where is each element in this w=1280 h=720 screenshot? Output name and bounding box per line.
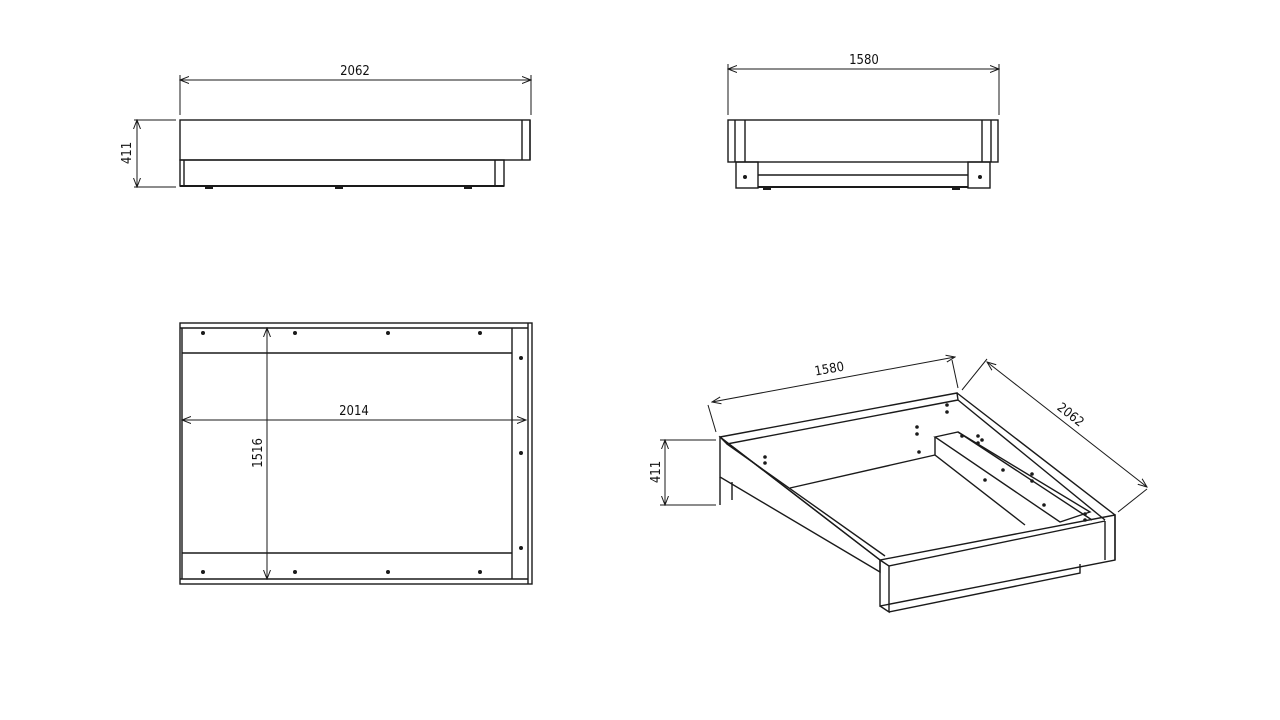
iso-width-label: 1580 <box>813 360 845 380</box>
isometric-view: 1580 2062 411 <box>649 357 1147 614</box>
iso-length-label: 2062 <box>1054 400 1087 430</box>
top-view-screw-holes <box>201 331 523 574</box>
side-length-label: 2062 <box>340 64 370 79</box>
top-width-label: 1516 <box>251 438 266 468</box>
top-length-label: 2014 <box>339 404 369 419</box>
iso-length-dimension-line <box>987 362 1147 487</box>
front-width-label: 1580 <box>849 53 879 68</box>
top-view: 2014 1516 <box>179 322 533 585</box>
side-view: 2062 411 <box>120 64 531 189</box>
iso-width-dimension-line <box>712 357 955 402</box>
front-view: 1580 <box>728 53 999 190</box>
side-height-label: 411 <box>120 142 135 164</box>
iso-height-label: 411 <box>649 461 664 483</box>
